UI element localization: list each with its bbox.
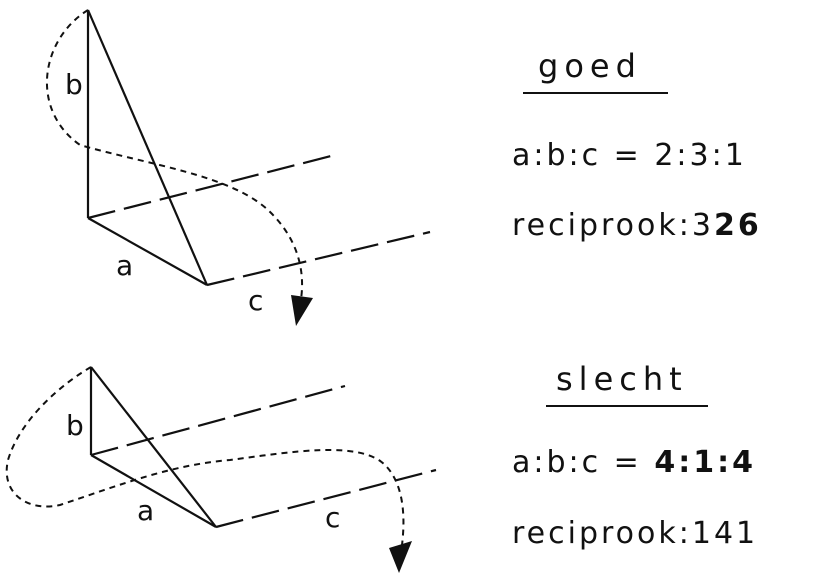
top-path-arrowhead <box>291 295 313 326</box>
bottom-motion-path <box>5 366 405 546</box>
top-edge-hypotenuse <box>86 9 209 286</box>
good-title: goed <box>538 47 642 85</box>
bottom-edge-hypotenuse <box>90 366 217 528</box>
top-diagram: b a c <box>46 9 431 326</box>
top-label-c: c <box>248 284 263 317</box>
top-label-b: b <box>65 68 83 101</box>
bottom-label-a: a <box>137 494 154 527</box>
bottom-diagram: b a c <box>5 366 437 573</box>
top-edge-a <box>87 217 208 286</box>
good-reciprook-prefix: reciprook:3 <box>512 208 714 243</box>
good-caption: goed a:b:c = 2:3:1 reciprook:326 <box>512 47 762 243</box>
good-reciprook: reciprook:326 <box>512 208 762 243</box>
bottom-label-b: b <box>66 409 84 442</box>
good-ratio: a:b:c = 2:3:1 <box>512 138 747 173</box>
bottom-label-c: c <box>325 501 340 534</box>
good-reciprook-bold: 26 <box>714 208 762 243</box>
bottom-path-arrowhead <box>389 541 412 573</box>
bad-title: slecht <box>556 360 688 398</box>
bad-caption: slecht a:b:c = 4:1:4 reciprook:141 <box>512 360 758 551</box>
top-label-a: a <box>116 249 133 282</box>
bad-reciprook: reciprook:141 <box>512 516 758 551</box>
top-rail-upper <box>87 153 336 220</box>
bad-ratio-bold: 4:1:4 <box>654 445 756 480</box>
bottom-rail-upper <box>90 384 346 457</box>
bottom-rail-lower <box>215 468 437 529</box>
bottom-edge-a <box>90 454 217 528</box>
top-motion-path <box>46 9 303 306</box>
bad-ratio: a:b:c = 4:1:4 <box>512 445 756 480</box>
top-rail-lower <box>206 230 431 287</box>
bad-ratio-prefix: a:b:c = <box>512 445 654 480</box>
